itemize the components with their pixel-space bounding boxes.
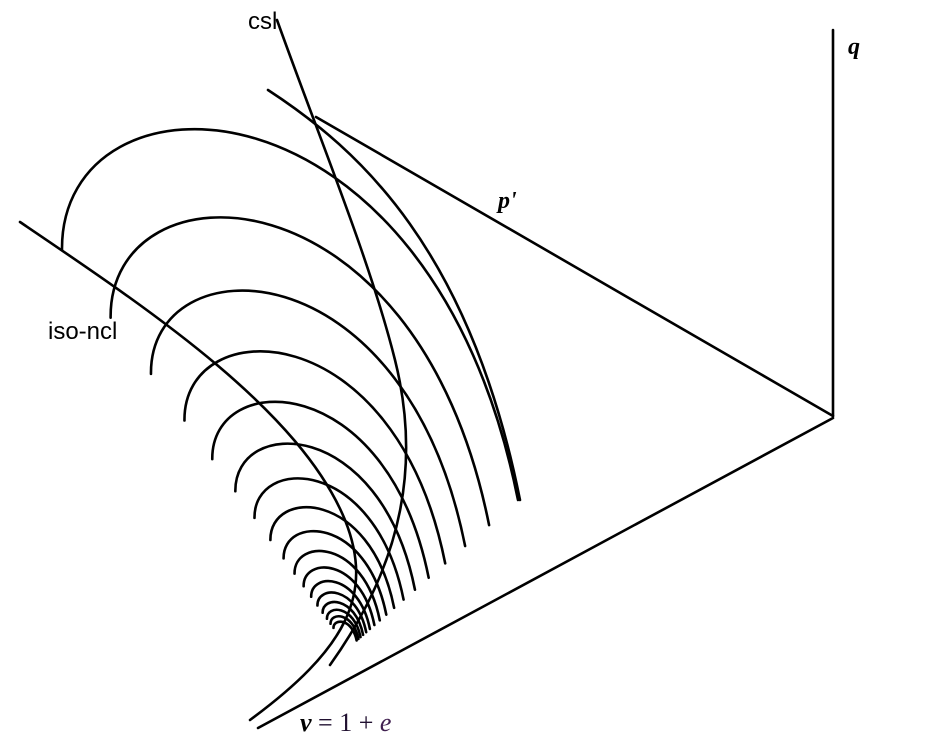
v-axis-label: v = 1 + e bbox=[300, 708, 391, 738]
yield-arc bbox=[321, 600, 365, 637]
yield-arc bbox=[253, 477, 405, 601]
p-prime-axis-label: p' bbox=[498, 188, 517, 214]
yield-arc bbox=[183, 350, 447, 565]
yield-surface-arcs bbox=[60, 127, 520, 642]
v-axis bbox=[256, 416, 835, 730]
csl-label: csl bbox=[248, 8, 278, 35]
yield-arc bbox=[109, 216, 491, 527]
yield-arc bbox=[329, 615, 360, 641]
e-variable: e bbox=[379, 708, 392, 737]
yield-arc bbox=[316, 591, 368, 634]
yield-arc bbox=[325, 608, 362, 639]
yield-arc bbox=[60, 127, 520, 502]
p-prime-axis bbox=[314, 115, 835, 418]
yield-arc bbox=[293, 549, 382, 622]
iso-ncl-label: iso-ncl bbox=[48, 318, 118, 345]
yield-arc bbox=[282, 529, 388, 616]
yield-arc bbox=[302, 566, 376, 627]
v-equation: = 1 + bbox=[318, 708, 380, 737]
yield-arc bbox=[309, 579, 372, 631]
outer-boundary-curve bbox=[266, 88, 522, 502]
yield-arc bbox=[149, 289, 467, 548]
yield-arc bbox=[210, 400, 430, 580]
csl-curve bbox=[275, 18, 408, 667]
yield-arc bbox=[332, 620, 358, 642]
yield-arc bbox=[269, 505, 396, 610]
yield-arc bbox=[234, 442, 417, 592]
iso-ncl-curve bbox=[18, 220, 358, 722]
q-axis-label: q bbox=[848, 34, 860, 60]
v-variable: v bbox=[300, 708, 312, 737]
